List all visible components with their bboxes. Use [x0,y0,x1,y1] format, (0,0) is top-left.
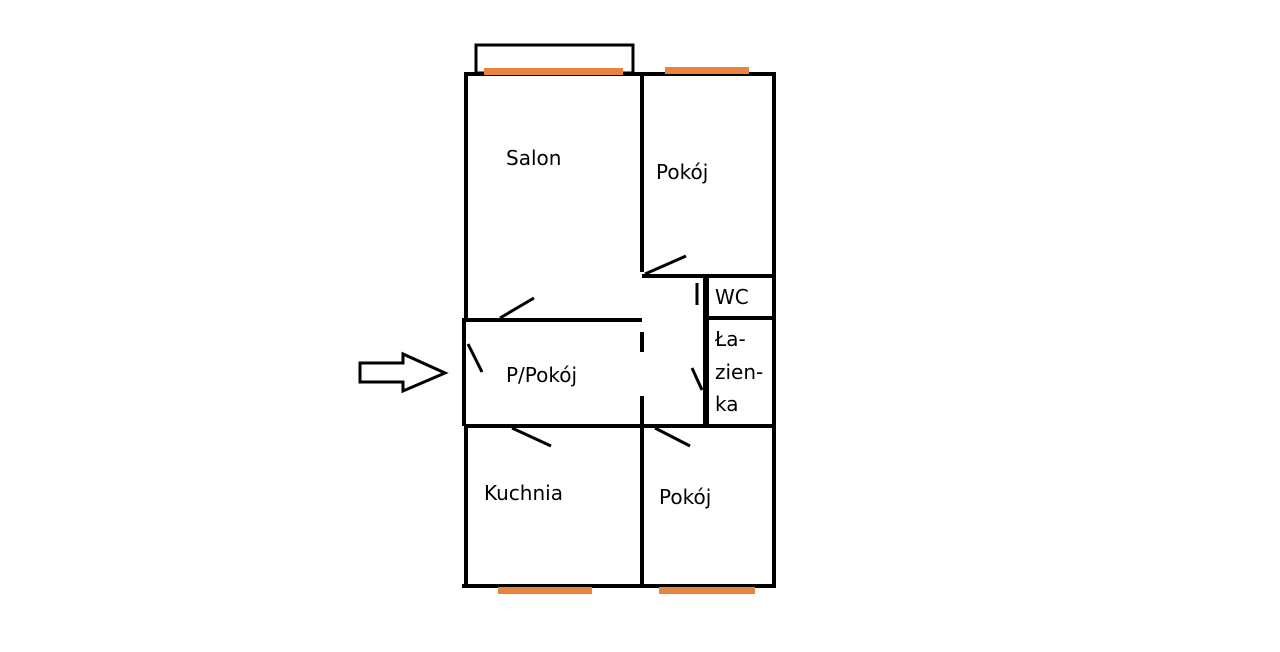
room-label-lazienka-2: zien- [715,360,763,384]
room-label-salon: Salon [506,146,561,170]
door-pokoj-top [644,254,687,276]
door-kuchnia [511,426,552,448]
room-label-pokoj-bottom: Pokój [659,485,711,509]
room-label-hall: P/Pokój [506,363,577,387]
door-entrance [466,343,484,373]
inner-walls [464,74,776,586]
entrance-arrow-icon [358,351,449,394]
window-pokoj-bottom [659,587,755,594]
door-swings [466,254,704,448]
door-lazienka [690,367,704,391]
room-label-lazienka-1: Ła- [714,327,746,351]
room-label-wc: WC [715,285,749,309]
room-label-lazienka-3: ka [715,392,739,416]
door-pokoj-bottom [654,426,691,448]
windows [484,67,755,594]
window-salon [484,68,623,75]
room-label-pokoj-top: Pokój [656,160,708,184]
door-salon [499,296,535,320]
window-pokoj-top [665,67,749,74]
window-kuchnia [498,587,592,594]
room-label-kuchnia: Kuchnia [484,481,563,505]
